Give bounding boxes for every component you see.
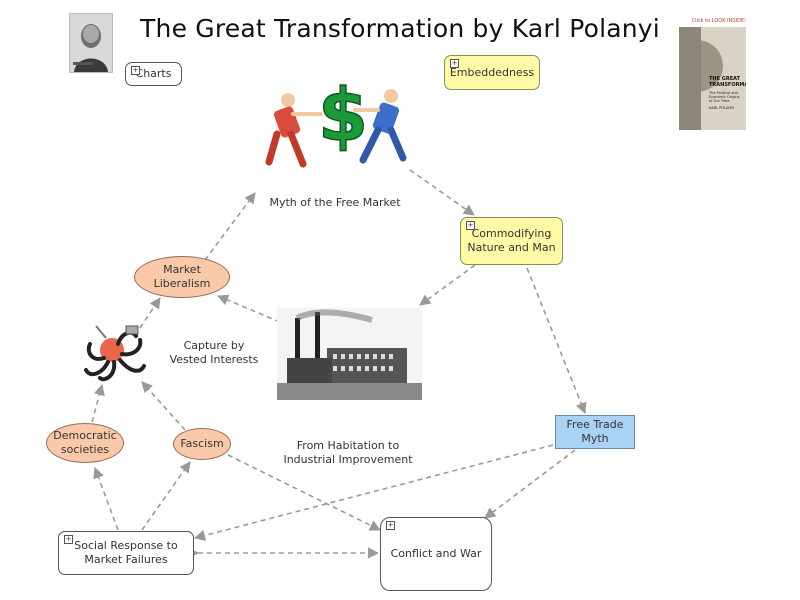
edge-money-to-commodifying [409, 169, 475, 216]
tug-of-war-dollar-image: $ [263, 70, 413, 170]
page-title: The Great Transformation by Karl Polanyi [140, 14, 660, 43]
market-liberalism-label: Market Liberalism [153, 263, 211, 290]
capture-vested-interests-label[interactable]: Capture by Vested Interests [169, 339, 259, 366]
habitation-industrial-label[interactable]: From Habitation to Industrial Improvemen… [283, 439, 413, 466]
fascism-node[interactable]: Fascism [173, 428, 231, 460]
edge-social-to-democratic [93, 466, 119, 531]
expand-icon[interactable]: + [450, 59, 459, 68]
edge-freetrade-to-social [193, 444, 554, 541]
edge-capture-to-liberalism [139, 297, 161, 329]
edge-liberalism-to-myth [204, 192, 256, 261]
edge-fascism-to-octopus [141, 381, 186, 431]
expand-icon[interactable]: + [64, 535, 73, 544]
book-title: THE GREAT TRANSFORMATION [709, 76, 746, 88]
edge-commodifying-to-factory [419, 264, 476, 306]
charts-node[interactable]: + Charts [125, 62, 182, 86]
look-inside-badge[interactable]: Click to LOOK INSIDE! [679, 16, 746, 27]
edge-democratic-to-octopus [91, 383, 105, 423]
free-trade-myth-label: Free Trade Myth [566, 418, 624, 445]
book-cover[interactable]: Click to LOOK INSIDE! THE GREAT TRANSFOR… [679, 16, 746, 130]
social-response-label: Social Response to Market Failures [74, 539, 178, 566]
democratic-societies-node[interactable]: Democratic societies [46, 423, 124, 463]
conflict-war-label: Conflict and War [390, 547, 482, 560]
portrait-photo [69, 13, 113, 73]
expand-icon[interactable]: + [466, 221, 475, 230]
commodifying-label: Commodifying Nature and Man [467, 227, 556, 254]
edge-factory-to-liberalism [216, 294, 281, 323]
edge-commodifying-to-freetrade [526, 267, 587, 415]
edge-fascism-to-conflict [227, 454, 382, 531]
edge-freetrade-to-conflict [484, 449, 576, 519]
factory-illustration [277, 308, 422, 400]
myth-free-market-label[interactable]: Myth of the Free Market [269, 196, 401, 209]
book-subtitle: The Political and Economic Origins of Ou… [709, 91, 740, 103]
market-liberalism-node[interactable]: Market Liberalism [134, 256, 230, 298]
embeddedness-node[interactable]: + Embeddedness [444, 55, 540, 90]
octopus-illustration [82, 322, 152, 384]
free-trade-myth-node[interactable]: Free Trade Myth [555, 415, 635, 449]
svg-text:$: $ [318, 73, 368, 157]
charts-label: Charts [135, 67, 172, 80]
social-response-node[interactable]: + Social Response to Market Failures [58, 531, 194, 575]
expand-icon[interactable]: + [386, 521, 395, 530]
edge-social-to-fascism [141, 461, 191, 531]
expand-icon[interactable]: + [131, 66, 140, 75]
conflict-war-node[interactable]: + Conflict and War [380, 517, 492, 591]
democratic-societies-label: Democratic societies [53, 429, 117, 456]
book-author: KARL POLANYI [709, 106, 735, 110]
fascism-label: Fascism [180, 437, 224, 450]
commodifying-node[interactable]: + Commodifying Nature and Man [460, 217, 563, 265]
embeddedness-label: Embeddedness [449, 65, 535, 79]
